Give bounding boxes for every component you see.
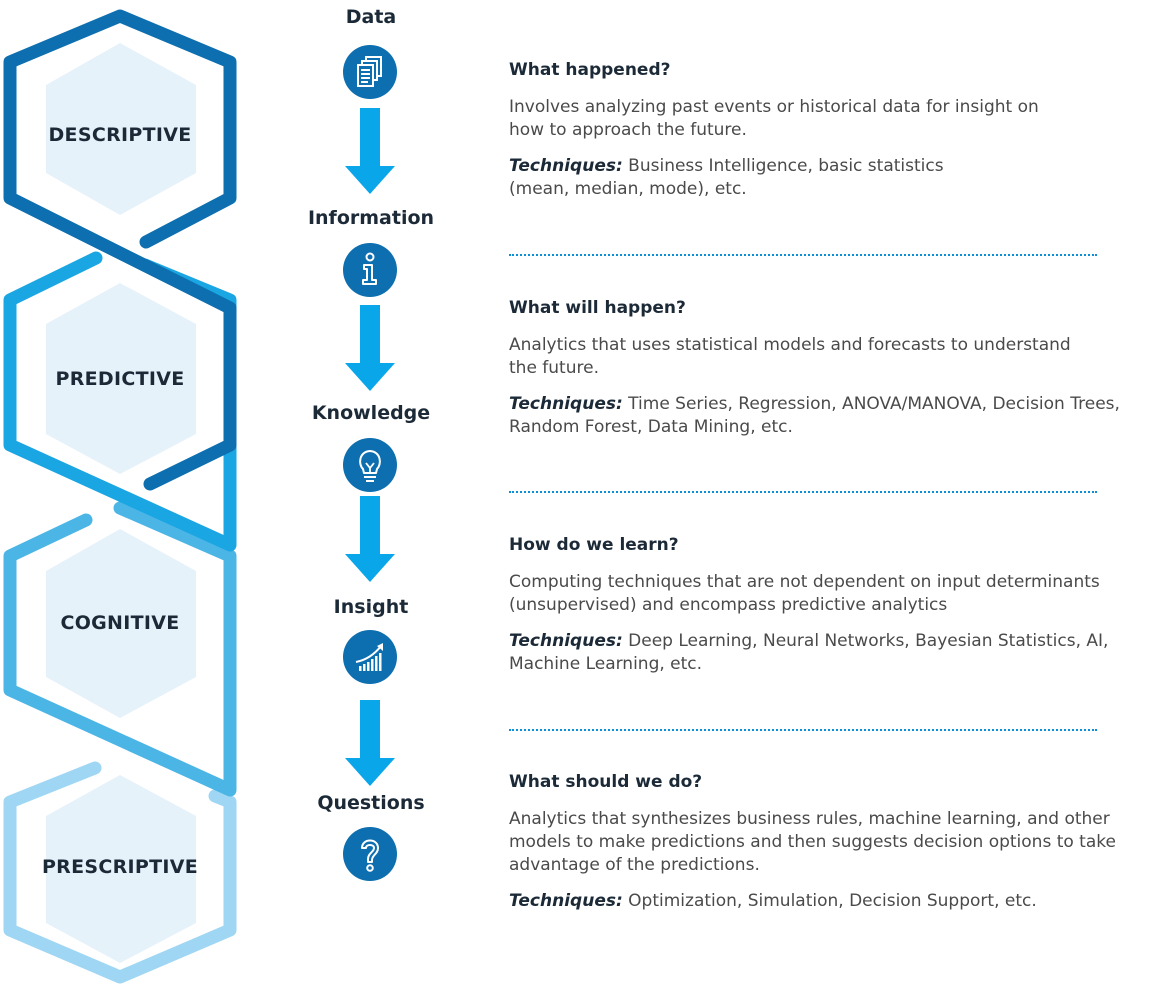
techniques-label: Techniques: — [509, 891, 623, 911]
section-question: What will happen? — [509, 298, 686, 318]
stage-label-descriptive: DESCRIPTIVE — [48, 124, 192, 146]
descriptive-hexagon-outline — [3, 9, 237, 491]
prescriptive-hexagon-fill — [46, 775, 196, 963]
section-description: Analytics that synthesizes business rule… — [509, 809, 1116, 875]
section-prescriptive: What should we do? Analytics that synthe… — [509, 772, 1175, 913]
section-cognitive: How do we learn? Computing techniques th… — [509, 535, 1175, 676]
hexagon-chain — [3, 9, 237, 984]
techniques-label: Techniques: — [509, 631, 623, 651]
section-question: What should we do? — [509, 772, 703, 792]
flow-arrow-down — [345, 305, 395, 391]
step-label-data: Data — [345, 6, 397, 28]
section-divider — [509, 491, 1097, 493]
techniques-text: Deep Learning, Neural Networks, Bayesian… — [509, 631, 1109, 674]
section-techniques: Techniques: Optimization, Simulation, De… — [509, 890, 1175, 913]
stage-label-prescriptive: PRESCRIPTIVE — [41, 856, 199, 878]
cognitive-hexagon-fill — [46, 529, 196, 718]
predictive-hexagon-fill — [46, 283, 196, 474]
descriptive-hexagon-fill — [46, 43, 196, 215]
section-description: Involves analyzing past events or histor… — [509, 97, 1039, 140]
prescriptive-hexagon-outline — [3, 761, 237, 984]
question-icon — [343, 827, 397, 881]
lightbulb-icon — [343, 438, 397, 492]
stage-label-predictive: PREDICTIVE — [55, 368, 185, 390]
growth-chart-icon — [343, 630, 397, 684]
section-divider — [509, 729, 1097, 731]
section-descriptive: What happened? Involves analyzing past e… — [509, 60, 1175, 201]
section-techniques: Techniques: Business Intelligence, basic… — [509, 155, 1009, 201]
section-divider — [509, 254, 1097, 256]
section-predictive: What will happen? Analytics that uses st… — [509, 298, 1175, 439]
techniques-label: Techniques: — [509, 156, 623, 176]
section-question: How do we learn? — [509, 535, 679, 555]
section-question: What happened? — [509, 60, 671, 80]
step-label-insight: Insight — [333, 596, 409, 618]
documents-icon — [343, 45, 397, 99]
step-label-questions: Questions — [317, 792, 425, 814]
section-description: Analytics that uses statistical models a… — [509, 335, 1071, 378]
techniques-text: Time Series, Regression, ANOVA/MANOVA, D… — [509, 394, 1120, 437]
flow-arrow-down — [345, 700, 395, 786]
step-label-information: Information — [307, 207, 435, 229]
flow-arrow-down — [345, 496, 395, 582]
info-icon — [343, 243, 397, 297]
techniques-text: Optimization, Simulation, Decision Suppo… — [628, 891, 1037, 911]
step-label-knowledge: Knowledge — [311, 402, 431, 424]
section-techniques: Techniques: Time Series, Regression, ANO… — [509, 393, 1175, 439]
section-techniques: Techniques: Deep Learning, Neural Networ… — [509, 630, 1175, 676]
section-description: Computing techniques that are not depend… — [509, 572, 1100, 615]
techniques-label: Techniques: — [509, 394, 623, 414]
stage-label-cognitive: COGNITIVE — [60, 612, 180, 634]
techniques-text: Business Intelligence, basic statistics … — [509, 156, 944, 199]
flow-arrow-down — [345, 108, 395, 194]
cognitive-hexagon-outline — [3, 501, 237, 797]
